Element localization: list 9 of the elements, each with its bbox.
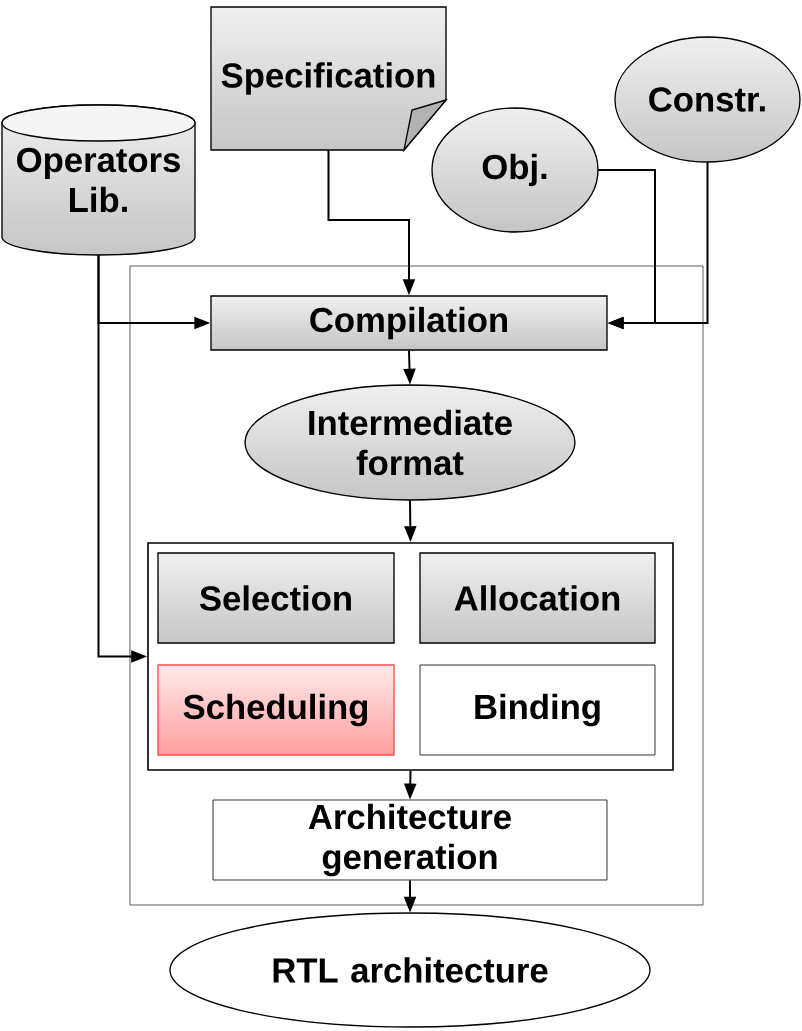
group-box <box>147 542 674 771</box>
process-box: Selection <box>157 552 395 644</box>
process-box: Binding <box>419 664 656 756</box>
process-box: Allocation <box>419 552 656 644</box>
frame-box <box>129 265 704 906</box>
highlighted-box: Scheduling <box>157 664 395 756</box>
process-box: Compilation <box>210 295 608 351</box>
process-box: Architecture generation <box>212 799 608 881</box>
library-cylinder: Operators Lib. <box>1 104 196 256</box>
